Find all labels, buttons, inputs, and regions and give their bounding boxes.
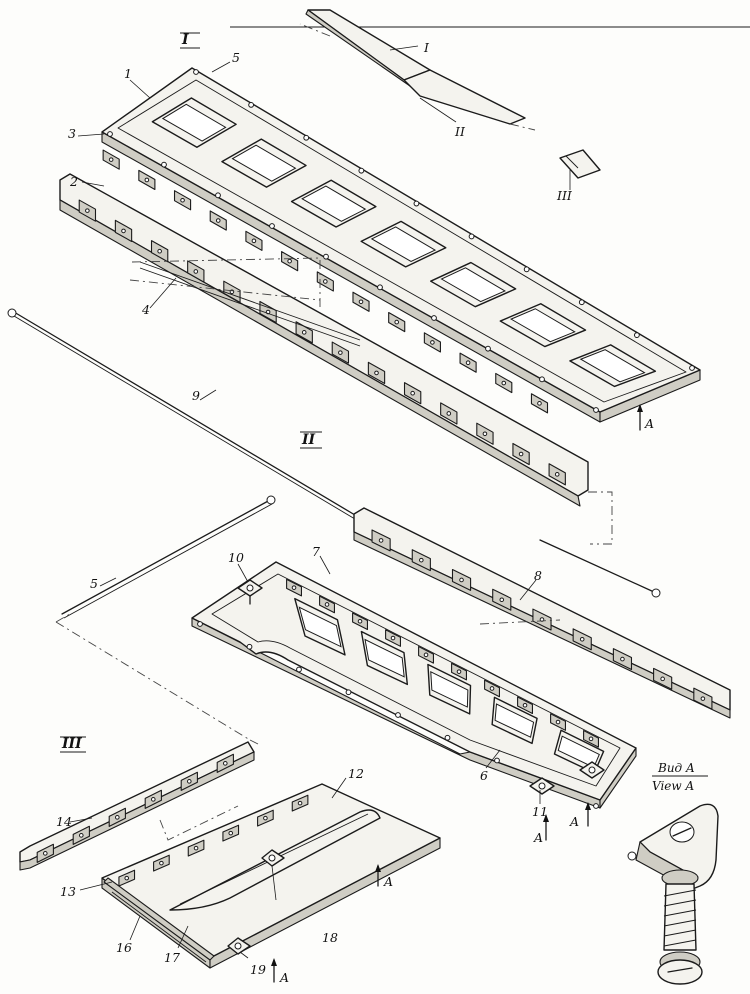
panel-hole	[689, 365, 695, 371]
fastener-11	[529, 777, 555, 795]
assembly-lines	[55, 257, 613, 841]
part-label-6: 6	[480, 768, 488, 783]
panel-hole	[633, 332, 640, 339]
part-label-1: 1	[124, 66, 132, 81]
view-a-screw	[657, 869, 703, 985]
key-diagram	[299, 9, 601, 190]
panel-hole	[377, 284, 383, 291]
hinge-strip-14	[19, 741, 255, 871]
fastener-19	[227, 937, 251, 955]
part-label-14: 14	[56, 814, 72, 829]
panel-hole	[269, 223, 275, 229]
panel-hole	[539, 376, 545, 383]
part-label-10: 10	[228, 550, 244, 565]
panel-hole	[413, 200, 420, 207]
section-label-1: I	[181, 32, 189, 48]
key-label-3: III	[556, 188, 573, 203]
fastener-10	[237, 579, 263, 605]
panel-hole	[444, 734, 451, 741]
arrow-label-a-mid1: A	[533, 830, 543, 845]
panel-hole	[193, 69, 199, 75]
panel-hole	[246, 643, 253, 650]
arrow-a-low1	[375, 864, 381, 887]
panel-1-windows	[151, 97, 657, 388]
direction-arrows	[271, 404, 643, 983]
panel-hole	[303, 134, 310, 141]
panel-hole	[523, 266, 530, 273]
section-label-3: III	[61, 736, 82, 752]
part-label-5: 5	[90, 576, 98, 591]
panel-1-assembly	[101, 67, 701, 423]
panel-hole	[593, 407, 599, 413]
part-label-4: 4	[141, 302, 150, 317]
hinge-strip-8	[353, 507, 731, 719]
arrow-label-a-top: A	[644, 416, 654, 431]
panel-hole	[197, 621, 203, 627]
panel-1-holes	[107, 69, 695, 413]
arrow-a-mid2	[585, 802, 591, 827]
panel-hole	[323, 253, 329, 260]
key-small-piece	[559, 149, 601, 179]
fastener-corner	[579, 761, 605, 779]
panel-6-assembly	[191, 561, 637, 809]
part-label-18: 18	[322, 930, 338, 945]
view-a-caption-en: View A	[652, 779, 694, 793]
key-label-2: II	[454, 124, 466, 139]
panel-6	[191, 561, 637, 801]
part-label-19: 19	[250, 962, 266, 977]
panel-6-windows	[294, 597, 605, 774]
panel-hole	[395, 712, 401, 718]
arrow-a-mid1	[543, 814, 549, 841]
part-label-17: 17	[164, 950, 180, 965]
part-label-3: 3	[68, 126, 76, 141]
fastener-18	[261, 849, 285, 901]
panel-hole	[107, 131, 113, 137]
part-label-16: 16	[116, 940, 132, 955]
view-a-detail	[627, 803, 719, 985]
part-label-7: 7	[312, 544, 320, 559]
part-label-9: 9	[192, 388, 200, 403]
panel-hole	[494, 757, 500, 764]
panel-hole	[248, 101, 255, 108]
arrow-a-low2	[271, 958, 277, 983]
view-a-caption-ru: Вид A	[657, 761, 695, 775]
part-label-5-top: 5	[232, 50, 240, 65]
rod-4	[139, 261, 361, 341]
panel-hole	[296, 666, 302, 673]
section-label-2: II	[301, 432, 316, 448]
part-label-11: 11	[532, 804, 548, 819]
key-label-1: I	[423, 40, 430, 55]
panel-hole	[431, 315, 437, 321]
rod-5	[61, 495, 276, 619]
part-label-13: 13	[60, 884, 76, 899]
clip-strip-3	[102, 149, 549, 414]
part-label-12: 12	[348, 766, 364, 781]
panel-hole	[161, 161, 167, 168]
rod-9	[7, 308, 661, 598]
arrow-label-a-low2: A	[279, 970, 289, 985]
panel-hole	[345, 689, 352, 696]
panel-hole	[468, 233, 475, 240]
part-label-8: 8	[534, 568, 542, 583]
arrow-label-a-low1: A	[383, 874, 393, 889]
leader-lines	[69, 61, 541, 959]
arrow-label-a-mid2: A	[569, 814, 579, 829]
part-label-2: 2	[69, 174, 78, 189]
panel-hole	[215, 192, 221, 199]
panel-hole	[485, 345, 491, 352]
arrow-a-top	[637, 404, 643, 431]
panel-hole	[358, 167, 365, 174]
panel-hole	[593, 803, 599, 809]
hinge-strip-2	[59, 173, 589, 507]
panel-hole	[578, 299, 585, 306]
